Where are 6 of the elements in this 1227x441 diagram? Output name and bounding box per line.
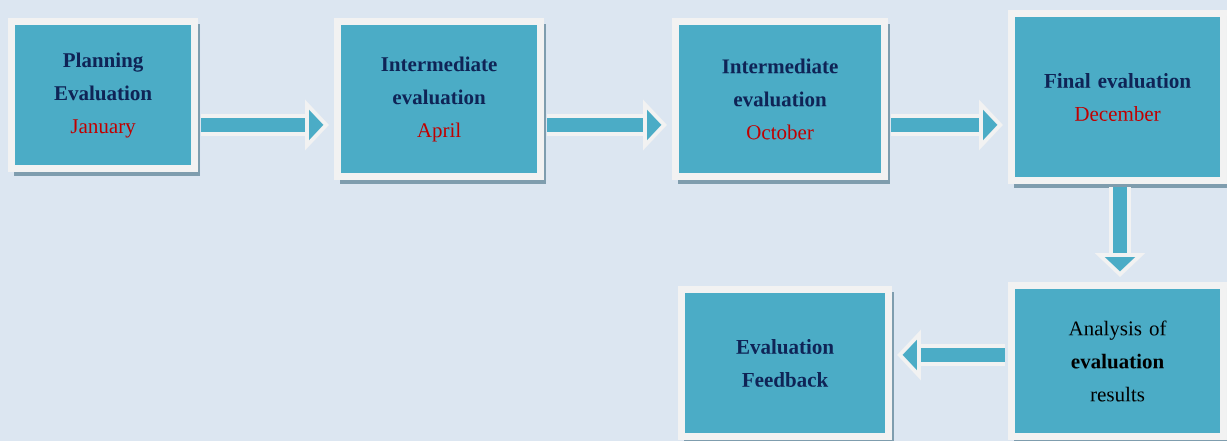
process-box: Evaluation Feedback bbox=[678, 286, 894, 441]
process-box: Final evaluation December bbox=[1008, 10, 1227, 188]
process-box: Intermediate evaluation October bbox=[672, 18, 890, 184]
process-box: Analysis of evaluation results bbox=[1008, 282, 1227, 441]
process-box: Planning Evaluation January bbox=[8, 18, 200, 176]
process-box: Intermediate evaluation April bbox=[334, 18, 546, 184]
